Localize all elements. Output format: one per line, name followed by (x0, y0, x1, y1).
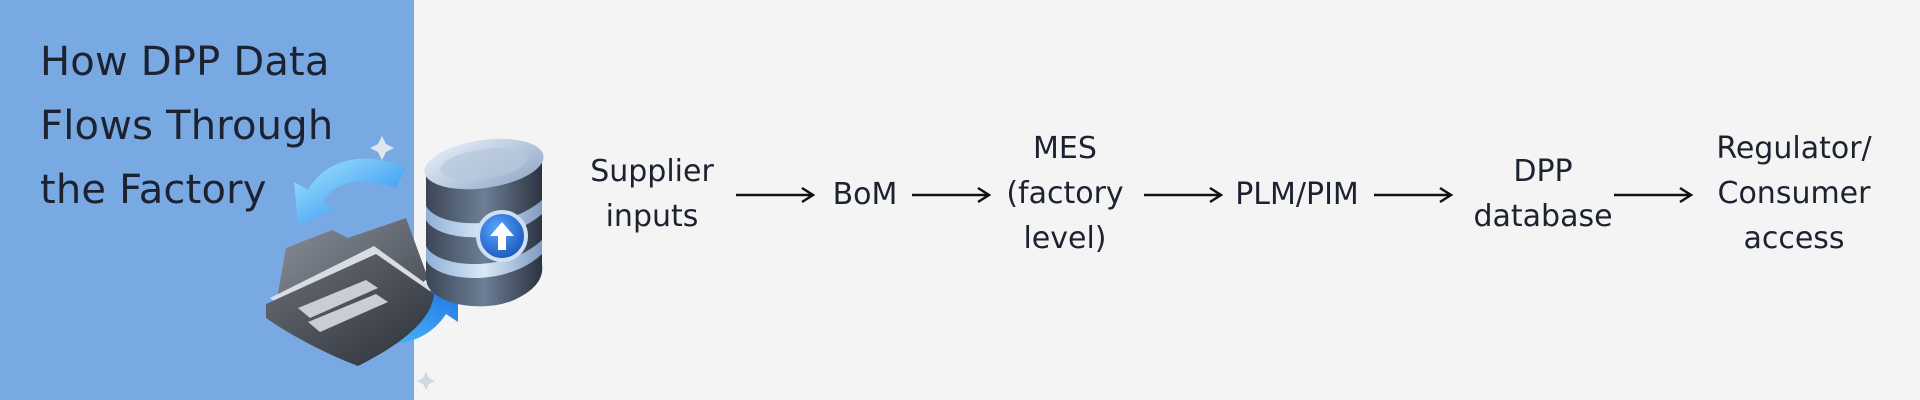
flow-step-bom: BoM (820, 172, 910, 217)
step-label-line: Consumer (1717, 176, 1871, 211)
arrow-right-icon (1374, 186, 1454, 204)
step-label-line: Supplier (590, 154, 714, 189)
page-title: How DPP Data Flows Through the Factory (40, 30, 400, 222)
step-label-line: BoM (832, 177, 898, 212)
step-label-line: PLM/PIM (1235, 177, 1359, 212)
title-line: the Factory (40, 167, 267, 213)
step-label-line: level) (1023, 221, 1107, 256)
step-label-line: Regulator/ (1716, 131, 1872, 166)
flow-step-dpp-database: DPP database (1458, 149, 1628, 239)
arrow-right-icon (736, 186, 816, 204)
step-label-line: DPP (1513, 154, 1573, 189)
flow-step-regulator-consumer-access: Regulator/ Consumer access (1702, 126, 1886, 261)
step-label-line: (factory (1006, 176, 1124, 211)
step-label-line: access (1743, 221, 1845, 256)
step-label-line: inputs (605, 199, 699, 234)
data-sync-illustration (266, 136, 544, 390)
sparkle-icon (417, 372, 435, 390)
title-line: Flows Through (40, 103, 334, 149)
flow-step-mes: MES (factory level) (990, 126, 1140, 261)
flow-step-plm-pim: PLM/PIM (1222, 172, 1372, 217)
upload-arrow-icon (476, 210, 528, 262)
step-label-line: database (1473, 199, 1613, 234)
flow-step-supplier-inputs: Supplier inputs (582, 149, 722, 239)
sparkle-icon (370, 136, 394, 160)
title-line: How DPP Data (40, 39, 330, 85)
arrow-right-icon (1144, 186, 1224, 204)
folder-icon (266, 218, 434, 366)
arrow-right-icon (1614, 186, 1694, 204)
arrow-right-icon (912, 186, 992, 204)
step-label-line: MES (1033, 131, 1097, 166)
